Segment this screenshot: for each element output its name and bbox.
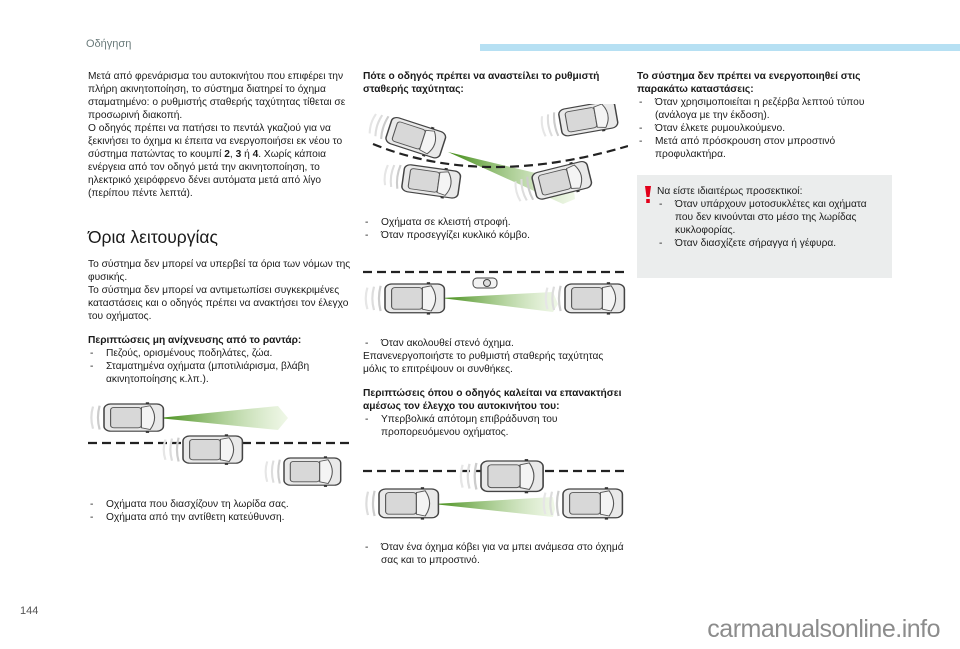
restart-text-a: Ο οδηγός πρέπει να πατήσει το πεντάλ γκα… <box>88 123 343 160</box>
list-item: Οχήματα που διασχίζουν τη λωρίδα σας. <box>88 498 353 511</box>
list-item: Όταν χρησιμοποιείται η ρεζέρβα λεπτού τύ… <box>637 96 902 122</box>
list-item: Σταματημένα οχήματα (μποτιλιάρισμα, βλάβ… <box>88 360 353 386</box>
limits-paragraph-2: Το σύστημα δεν μπορεί να αντιμετωπίσει σ… <box>88 285 349 322</box>
watermark: carmanualsonline.info <box>707 615 940 643</box>
car-icon <box>538 104 620 143</box>
warning-exclamation-icon <box>645 186 651 203</box>
radar-beam <box>158 406 288 430</box>
column-2: Πότε ο οδηγός πρέπει να αναστείλει το ρυ… <box>363 70 628 567</box>
column-1: Μετά από φρενάρισμα του αυτοκινήτου που … <box>88 70 353 524</box>
suspend-title: Πότε ο οδηγός πρέπει να αναστείλει το ρυ… <box>363 71 600 95</box>
list-item: Όταν ακολουθεί στενό όχημα. <box>363 337 628 350</box>
crossing-vehicles-illustration <box>88 398 353 498</box>
list-item: Οχήματα σε κλειστή στροφή. <box>363 216 628 229</box>
caution-title: Να είστε ιδιαιτέρως προσεκτικοί: <box>657 186 803 197</box>
section-accent-bar <box>480 44 960 51</box>
intro-paragraph: Μετά από φρενάρισμα του αυτοκινήτου που … <box>88 71 346 121</box>
own-car-icon <box>364 281 446 316</box>
list-item: Μετά από πρόσκρουση στον μπροστινό προφυ… <box>637 135 902 161</box>
list-item: Όταν υπάρχουν μοτοσυκλέτες και οχήματα π… <box>657 198 880 237</box>
narrow-list: Όταν ακολουθεί στενό όχημα. <box>363 337 628 350</box>
car-ahead-icon <box>542 486 624 521</box>
list-item: Όταν προσεγγίζει κυκλικό κόμβο. <box>363 229 628 242</box>
column-3: Το σύστημα δεν πρέπει να ενεργοποιηθεί σ… <box>637 70 902 278</box>
sep: ή <box>241 149 253 160</box>
do-not-activate-title: Το σύστημα δεν πρέπει να ενεργοποιηθεί σ… <box>637 71 861 95</box>
restart-text-b: . Χωρίς κάποια ενέργεια από τον οδηγό με… <box>88 149 327 199</box>
limits-heading: Όρια λειτουργίας <box>88 227 218 247</box>
own-car-icon <box>363 486 440 521</box>
list-item: Όταν διασχίζετε σήραγγα ή γέφυρα. <box>657 237 880 250</box>
cutting-in-car-icon <box>459 457 545 495</box>
button-ref-3: 3 <box>235 149 242 160</box>
own-car-icon <box>365 107 449 163</box>
list-item: Οχήματα από την αντίθετη κατεύθυνση. <box>88 511 353 524</box>
radar-beam <box>441 292 558 312</box>
crossing-car-icon <box>162 433 244 466</box>
list-item: Πεζούς, ορισμένους ποδηλάτες, ζώα. <box>88 347 353 360</box>
motorcycle-icon <box>472 277 498 289</box>
curved-lane-line <box>372 142 628 169</box>
cut-in-illustration <box>363 449 628 541</box>
curve-illustration <box>363 104 628 216</box>
list-item: Όταν ένα όχημα κόβει για να μπει ανάμεσα… <box>363 541 628 567</box>
oncoming-car-icon <box>264 455 342 488</box>
limits-paragraph-1: Το σύστημα δεν μπορεί να υπερβεί τα όρια… <box>88 259 351 283</box>
crossing-list: Οχήματα που διασχίζουν τη λωρίδα σας. Οχ… <box>88 498 353 524</box>
list-item: Υπερβολικά απότομη επιβράδυνση του προπο… <box>363 413 628 439</box>
caution-list: Όταν υπάρχουν μοτοσυκλέτες και οχήματα π… <box>657 198 880 250</box>
radar-title: Περιπτώσεις μη ανίχνευσης από το ραντάρ: <box>88 335 302 346</box>
button-ref-4: 4 <box>252 149 259 160</box>
radar-list: Πεζούς, ορισμένους ποδηλάτες, ζώα. Σταμα… <box>88 347 353 386</box>
own-car-icon <box>88 401 165 434</box>
cutin-list: Όταν ένα όχημα κόβει για να μπει ανάμεσα… <box>363 541 628 567</box>
takeover-list: Υπερβολικά απότομη επιβράδυνση του προπο… <box>363 413 628 439</box>
radar-beam <box>433 497 555 517</box>
section-title: Οδήγηση <box>86 38 132 50</box>
sep: , <box>229 149 236 160</box>
caution-note: Να είστε ιδιαιτέρως προσεκτικοί: Όταν υπ… <box>637 175 892 278</box>
curve-list: Οχήματα σε κλειστή στροφή. Όταν προσεγγί… <box>363 216 628 242</box>
reactivate-text: Επανενεργοποιήστε το ρυθμιστή σταθερής τ… <box>363 351 604 375</box>
car-ahead-icon <box>544 281 626 316</box>
takeover-title: Περιπτώσεις όπου ο οδηγός καλείται να επ… <box>363 388 622 412</box>
list-item: Όταν έλκετε ρυμουλκούμενο. <box>637 122 902 135</box>
car-icon <box>381 158 463 202</box>
restart-paragraph: Ο οδηγός πρέπει να πατήσει το πεντάλ γκα… <box>88 122 353 200</box>
button-ref-2: 2 <box>224 149 230 160</box>
narrow-vehicle-illustration <box>363 252 628 337</box>
do-not-activate-list: Όταν χρησιμοποιείται η ρεζέρβα λεπτού τύ… <box>637 96 902 161</box>
page-number: 144 <box>20 605 39 617</box>
